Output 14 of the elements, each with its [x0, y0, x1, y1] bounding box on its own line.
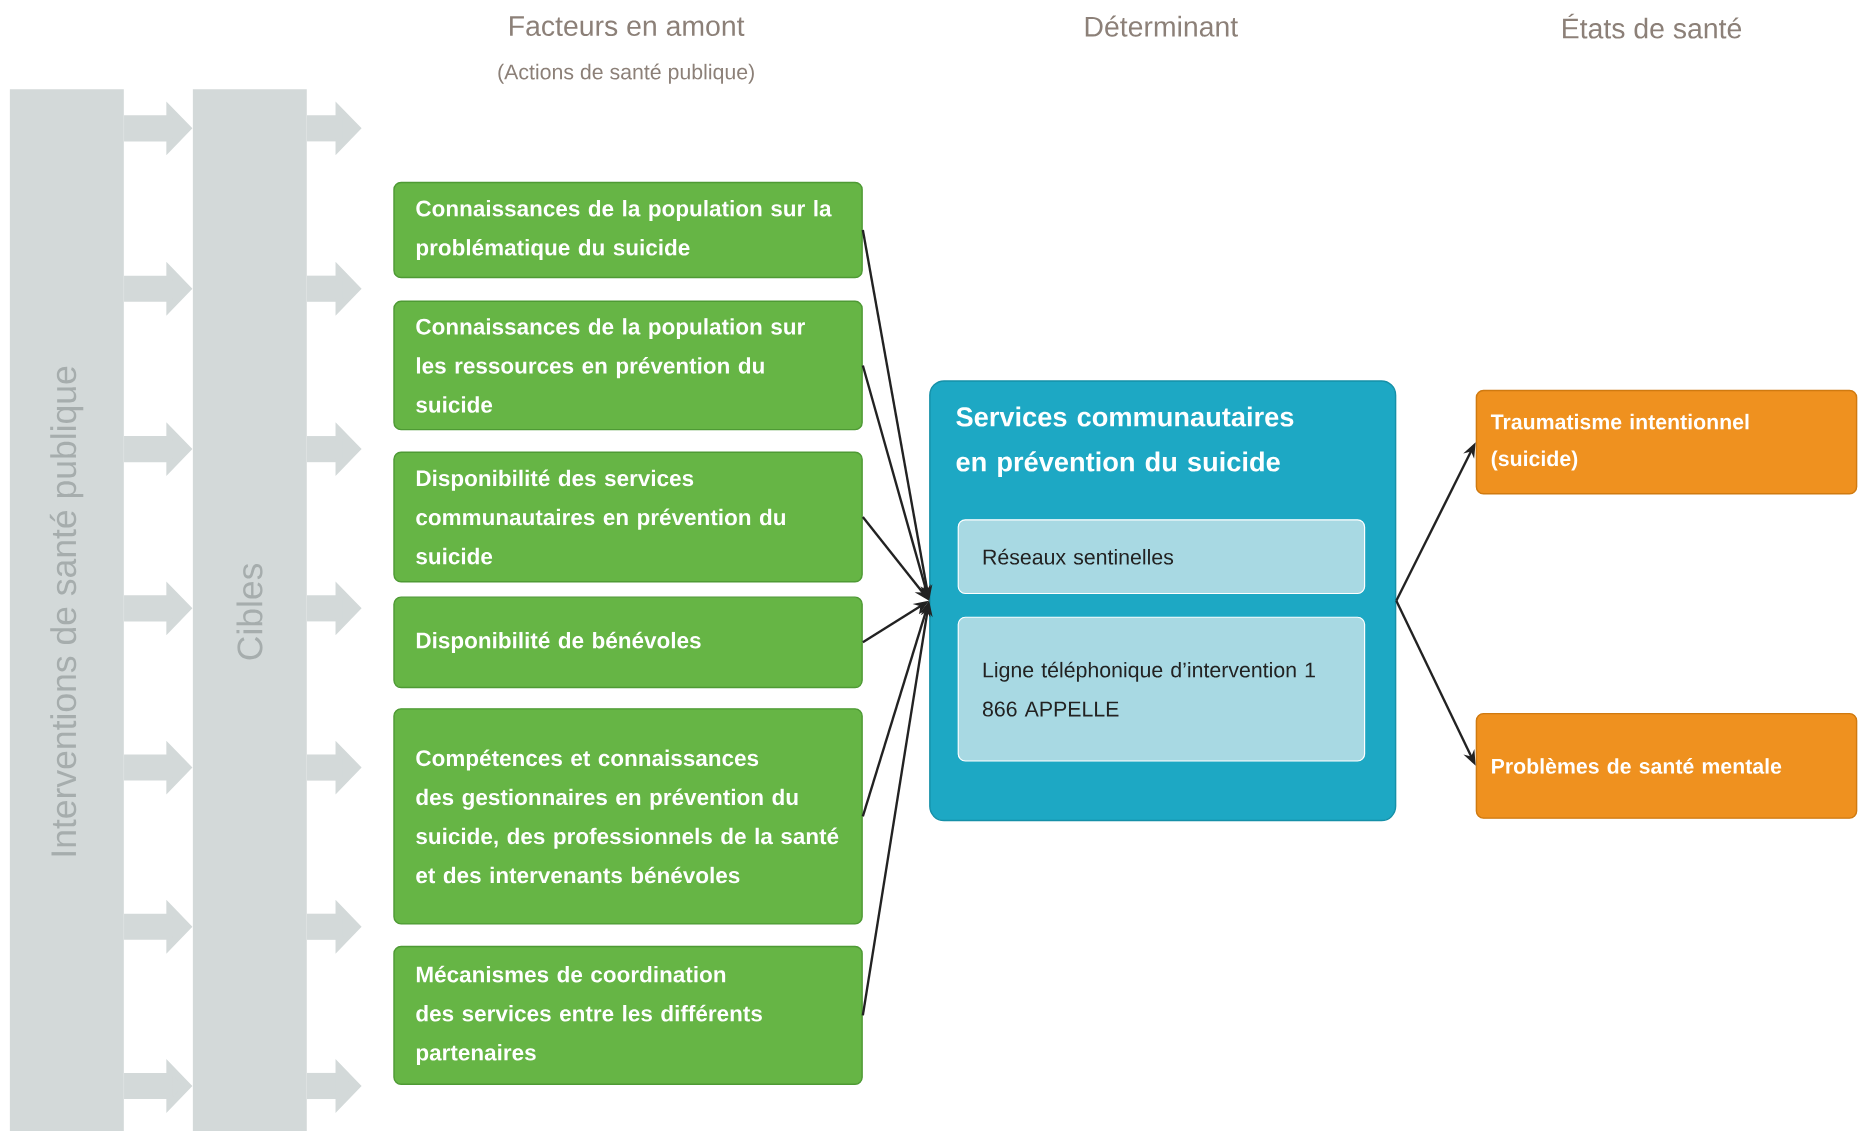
service-box: Ligne téléphonique d’intervention 1 866 APPELLE [957, 616, 1366, 762]
outcome-box: Problèmes de santé mentale [1475, 712, 1858, 819]
column-heading: Facteurs en amont [510, 16, 745, 36]
factor-box: Connaissances de la population sur la problématique du suicide [393, 181, 863, 279]
factor-box: Mécanismes de coordination des services entre les différents partenaires [393, 945, 863, 1085]
factor-box: Connaissances de la population sur les ressources en prévention du suicide [393, 300, 863, 431]
service-box: Réseaux sentinelles [957, 519, 1366, 595]
column-heading: États de santé [1563, 13, 1742, 39]
factor-box: Disponibilité de bénévoles [393, 596, 863, 689]
column-heading: Déterminant [1085, 15, 1238, 37]
outcome-box: Traumatisme intentionnel (suicide) [1475, 389, 1858, 495]
factor-box: Disponibilité des services communautaires en prévention du suicide [393, 451, 863, 583]
column-subheading: (Actions de santé publique) [498, 63, 754, 84]
factor-box: Compétences et connaissances des gestionnaires en prévention du suicide, des professionnels de la santé et des intervenants bénévoles [393, 708, 863, 925]
